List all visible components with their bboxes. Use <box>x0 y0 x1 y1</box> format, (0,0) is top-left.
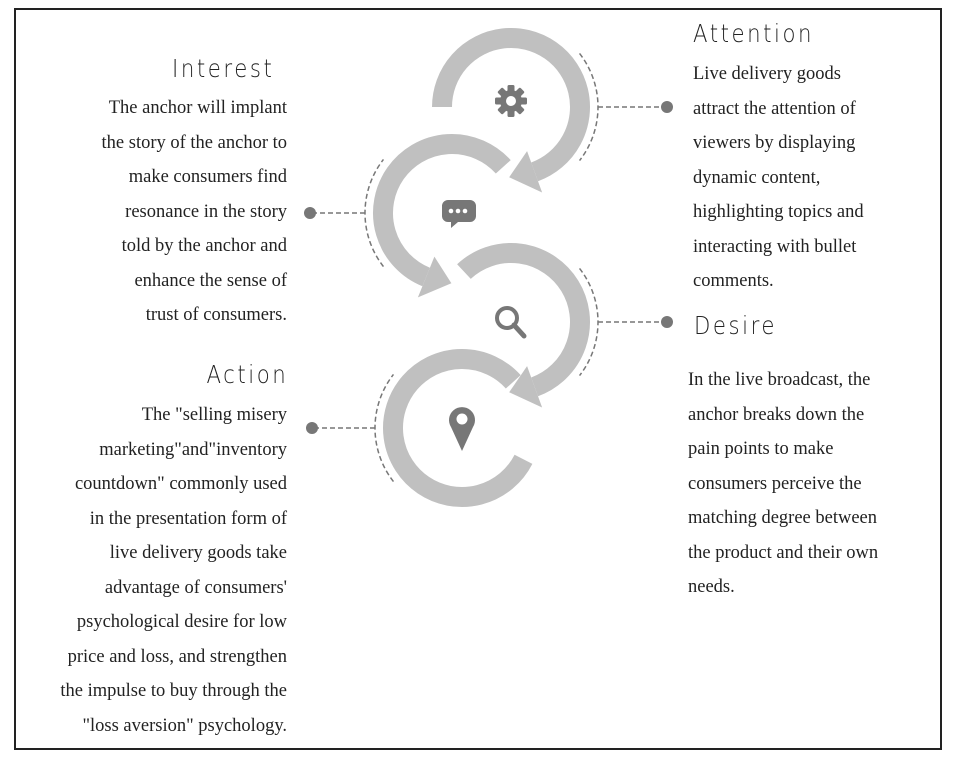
arrow-head <box>509 151 543 193</box>
action-text: The "selling misery marketing"and"invent… <box>60 398 287 743</box>
text-line: the impulse to buy through the <box>60 681 287 701</box>
dashed-arc <box>578 52 599 162</box>
dashed-arc <box>374 373 395 483</box>
text-line: in the presentation form of <box>89 508 287 529</box>
text-line: marketing"and"inventory <box>99 439 287 460</box>
chat-dot <box>462 208 468 214</box>
text-line: psychological desire for low <box>76 612 287 632</box>
text-line: told by the anchor and <box>121 236 287 256</box>
chat-bubble-icon <box>442 200 476 228</box>
connector-dot <box>661 316 673 328</box>
text-line: the story of the anchor to <box>101 132 287 153</box>
text-line: interacting with bullet <box>693 236 857 257</box>
text-line: resonance in the story <box>125 201 287 222</box>
text-line: price and loss, and strengthen <box>67 646 287 667</box>
pin-hole <box>456 413 468 425</box>
chat-dot <box>448 208 454 214</box>
text-line: The "selling misery <box>141 405 287 425</box>
diagram-frame <box>14 8 942 750</box>
connector-dot <box>304 207 316 219</box>
desire-text: In the live broadcast, the anchor breaks… <box>688 363 878 605</box>
text-line: consumers perceive the <box>688 473 862 494</box>
search-handle <box>511 322 527 339</box>
text-line: the product and their own <box>688 542 879 563</box>
text-line: viewers by displaying <box>693 133 856 153</box>
text-line: trust of consumers. <box>145 305 287 325</box>
text-line: anchor breaks down the <box>688 404 865 425</box>
text-line: make consumers find <box>128 167 287 187</box>
text-line: attract the attention of <box>693 98 856 119</box>
text-line: The anchor will implant <box>108 98 287 118</box>
search-icon <box>495 306 519 330</box>
desire-heading: Desire <box>694 311 778 340</box>
action-heading: Action <box>206 360 288 389</box>
connector-dot <box>661 101 673 113</box>
arrow-head <box>417 256 452 298</box>
attention-text: Live delivery goods attract the attentio… <box>693 57 864 299</box>
flow-arc <box>373 134 511 287</box>
text-line: highlighting topics and <box>693 202 864 222</box>
gear-icon <box>495 85 527 117</box>
text-line: Live delivery goods <box>693 64 841 84</box>
map-pin-icon <box>449 407 476 451</box>
dashed-arc <box>364 158 385 268</box>
text-line: dynamic content, <box>693 167 821 188</box>
connector-dot <box>306 422 318 434</box>
arrow-head <box>509 366 543 408</box>
text-line: comments. <box>693 271 774 291</box>
chat-dot <box>455 208 461 214</box>
text-line: "loss aversion" psychology. <box>82 715 287 736</box>
flow-arc <box>383 349 533 507</box>
flow-arc <box>457 243 590 397</box>
text-line: enhance the sense of <box>134 270 287 291</box>
text-line: pain points to make <box>688 439 834 459</box>
dashed-arc <box>578 267 599 377</box>
text-line: needs. <box>688 577 735 597</box>
interest-heading: Interest <box>171 54 274 83</box>
text-line: advantage of consumers' <box>104 577 287 598</box>
text-line: In the live broadcast, the <box>688 370 871 390</box>
flow-arc <box>432 28 590 182</box>
attention-heading: Attention <box>693 19 815 48</box>
text-line: live delivery goods take <box>109 543 287 563</box>
interest-text: The anchor will implant the story of the… <box>102 91 287 333</box>
text-line: countdown" commonly used <box>74 474 287 494</box>
text-line: matching degree between <box>688 508 878 528</box>
